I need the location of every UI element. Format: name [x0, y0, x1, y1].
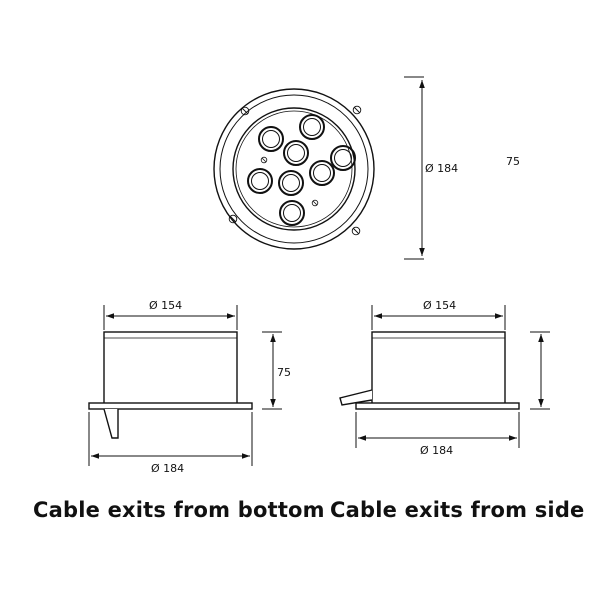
led-plate-inner-circle: [235, 110, 353, 228]
cable-exit-side: [339, 389, 373, 406]
led-lens-icon: [278, 170, 304, 196]
screw-icon: [351, 226, 361, 236]
led-lens-icon: [299, 114, 325, 140]
led-lens-icon: [309, 160, 335, 186]
housing-body: [103, 331, 238, 405]
side-exit-view: [339, 331, 520, 410]
top-view-height-label: 75: [506, 155, 520, 168]
screw-icon: [311, 199, 319, 207]
side-exit-dimensions: [355, 305, 550, 448]
top-view-diameter-label: Ø 184: [425, 162, 458, 175]
flange: [88, 402, 253, 410]
bottom-exit-caption: Cable exits from bottom: [33, 498, 325, 522]
led-lens-icon: [279, 200, 305, 226]
bottom-exit-top-diameter-label: Ø 154: [149, 299, 182, 312]
bottom-exit-view: [88, 331, 253, 439]
led-plate-circle: [232, 107, 356, 231]
bottom-exit-height-label: 75: [277, 366, 291, 379]
side-exit-flange-diameter-label: Ø 184: [420, 444, 453, 457]
housing-body: [371, 331, 506, 405]
led-lenses: [247, 114, 356, 226]
mounting-screws: [228, 105, 362, 236]
screw-icon: [240, 106, 250, 116]
screw-icon: [228, 214, 238, 224]
screw-icon: [260, 156, 268, 164]
led-lens-icon: [258, 126, 284, 152]
screw-icon: [352, 105, 362, 115]
led-lens-icon: [330, 145, 356, 171]
side-exit-caption: Cable exits from side: [330, 498, 585, 522]
inner-ring-circle: [219, 94, 369, 244]
flange: [355, 402, 520, 410]
top-view-dimension: [404, 76, 425, 260]
cable-exit-bottom: [103, 408, 119, 439]
side-exit-top-diameter-label: Ø 154: [423, 299, 456, 312]
top-view: [213, 88, 375, 250]
led-lens-icon: [247, 168, 273, 194]
led-lens-icon: [283, 140, 309, 166]
outer-flange-circle: [213, 88, 375, 250]
bottom-exit-flange-diameter-label: Ø 184: [151, 462, 184, 475]
plate-screws: [260, 156, 319, 207]
bottom-exit-dimensions: [88, 305, 282, 466]
